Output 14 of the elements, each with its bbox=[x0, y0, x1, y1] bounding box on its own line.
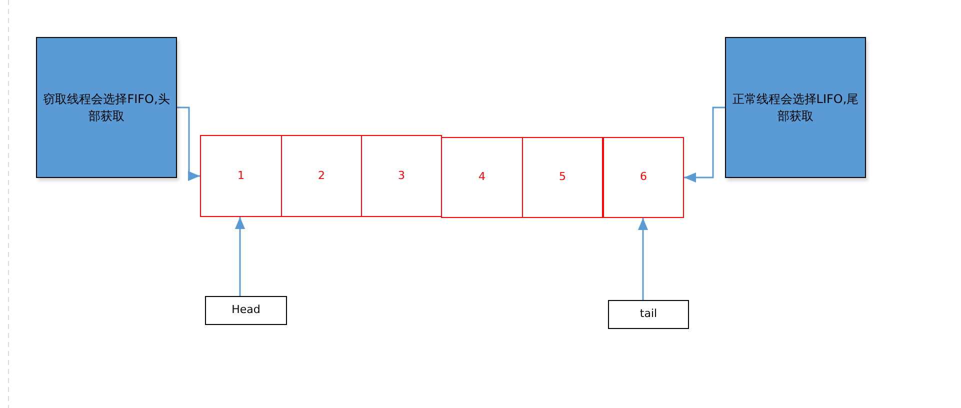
queue-cell: 4 bbox=[441, 137, 523, 218]
note-box: 窃取线程会选择FIFO,头部获取 bbox=[36, 37, 177, 178]
arrow bbox=[638, 218, 648, 300]
arrow bbox=[234, 217, 246, 296]
arrow bbox=[684, 106, 725, 183]
queue-cell: 2 bbox=[281, 135, 362, 217]
arrow bbox=[177, 106, 200, 182]
label-box: tail bbox=[608, 300, 689, 329]
queue-cell: 6 bbox=[602, 137, 684, 218]
queue-cell: 3 bbox=[361, 135, 442, 217]
note-box: 正常线程会选择LIFO,尾部获取 bbox=[725, 37, 866, 178]
queue-cell: 5 bbox=[522, 137, 603, 218]
queue-cell: 1 bbox=[200, 135, 282, 217]
label-box: Head bbox=[205, 296, 287, 325]
